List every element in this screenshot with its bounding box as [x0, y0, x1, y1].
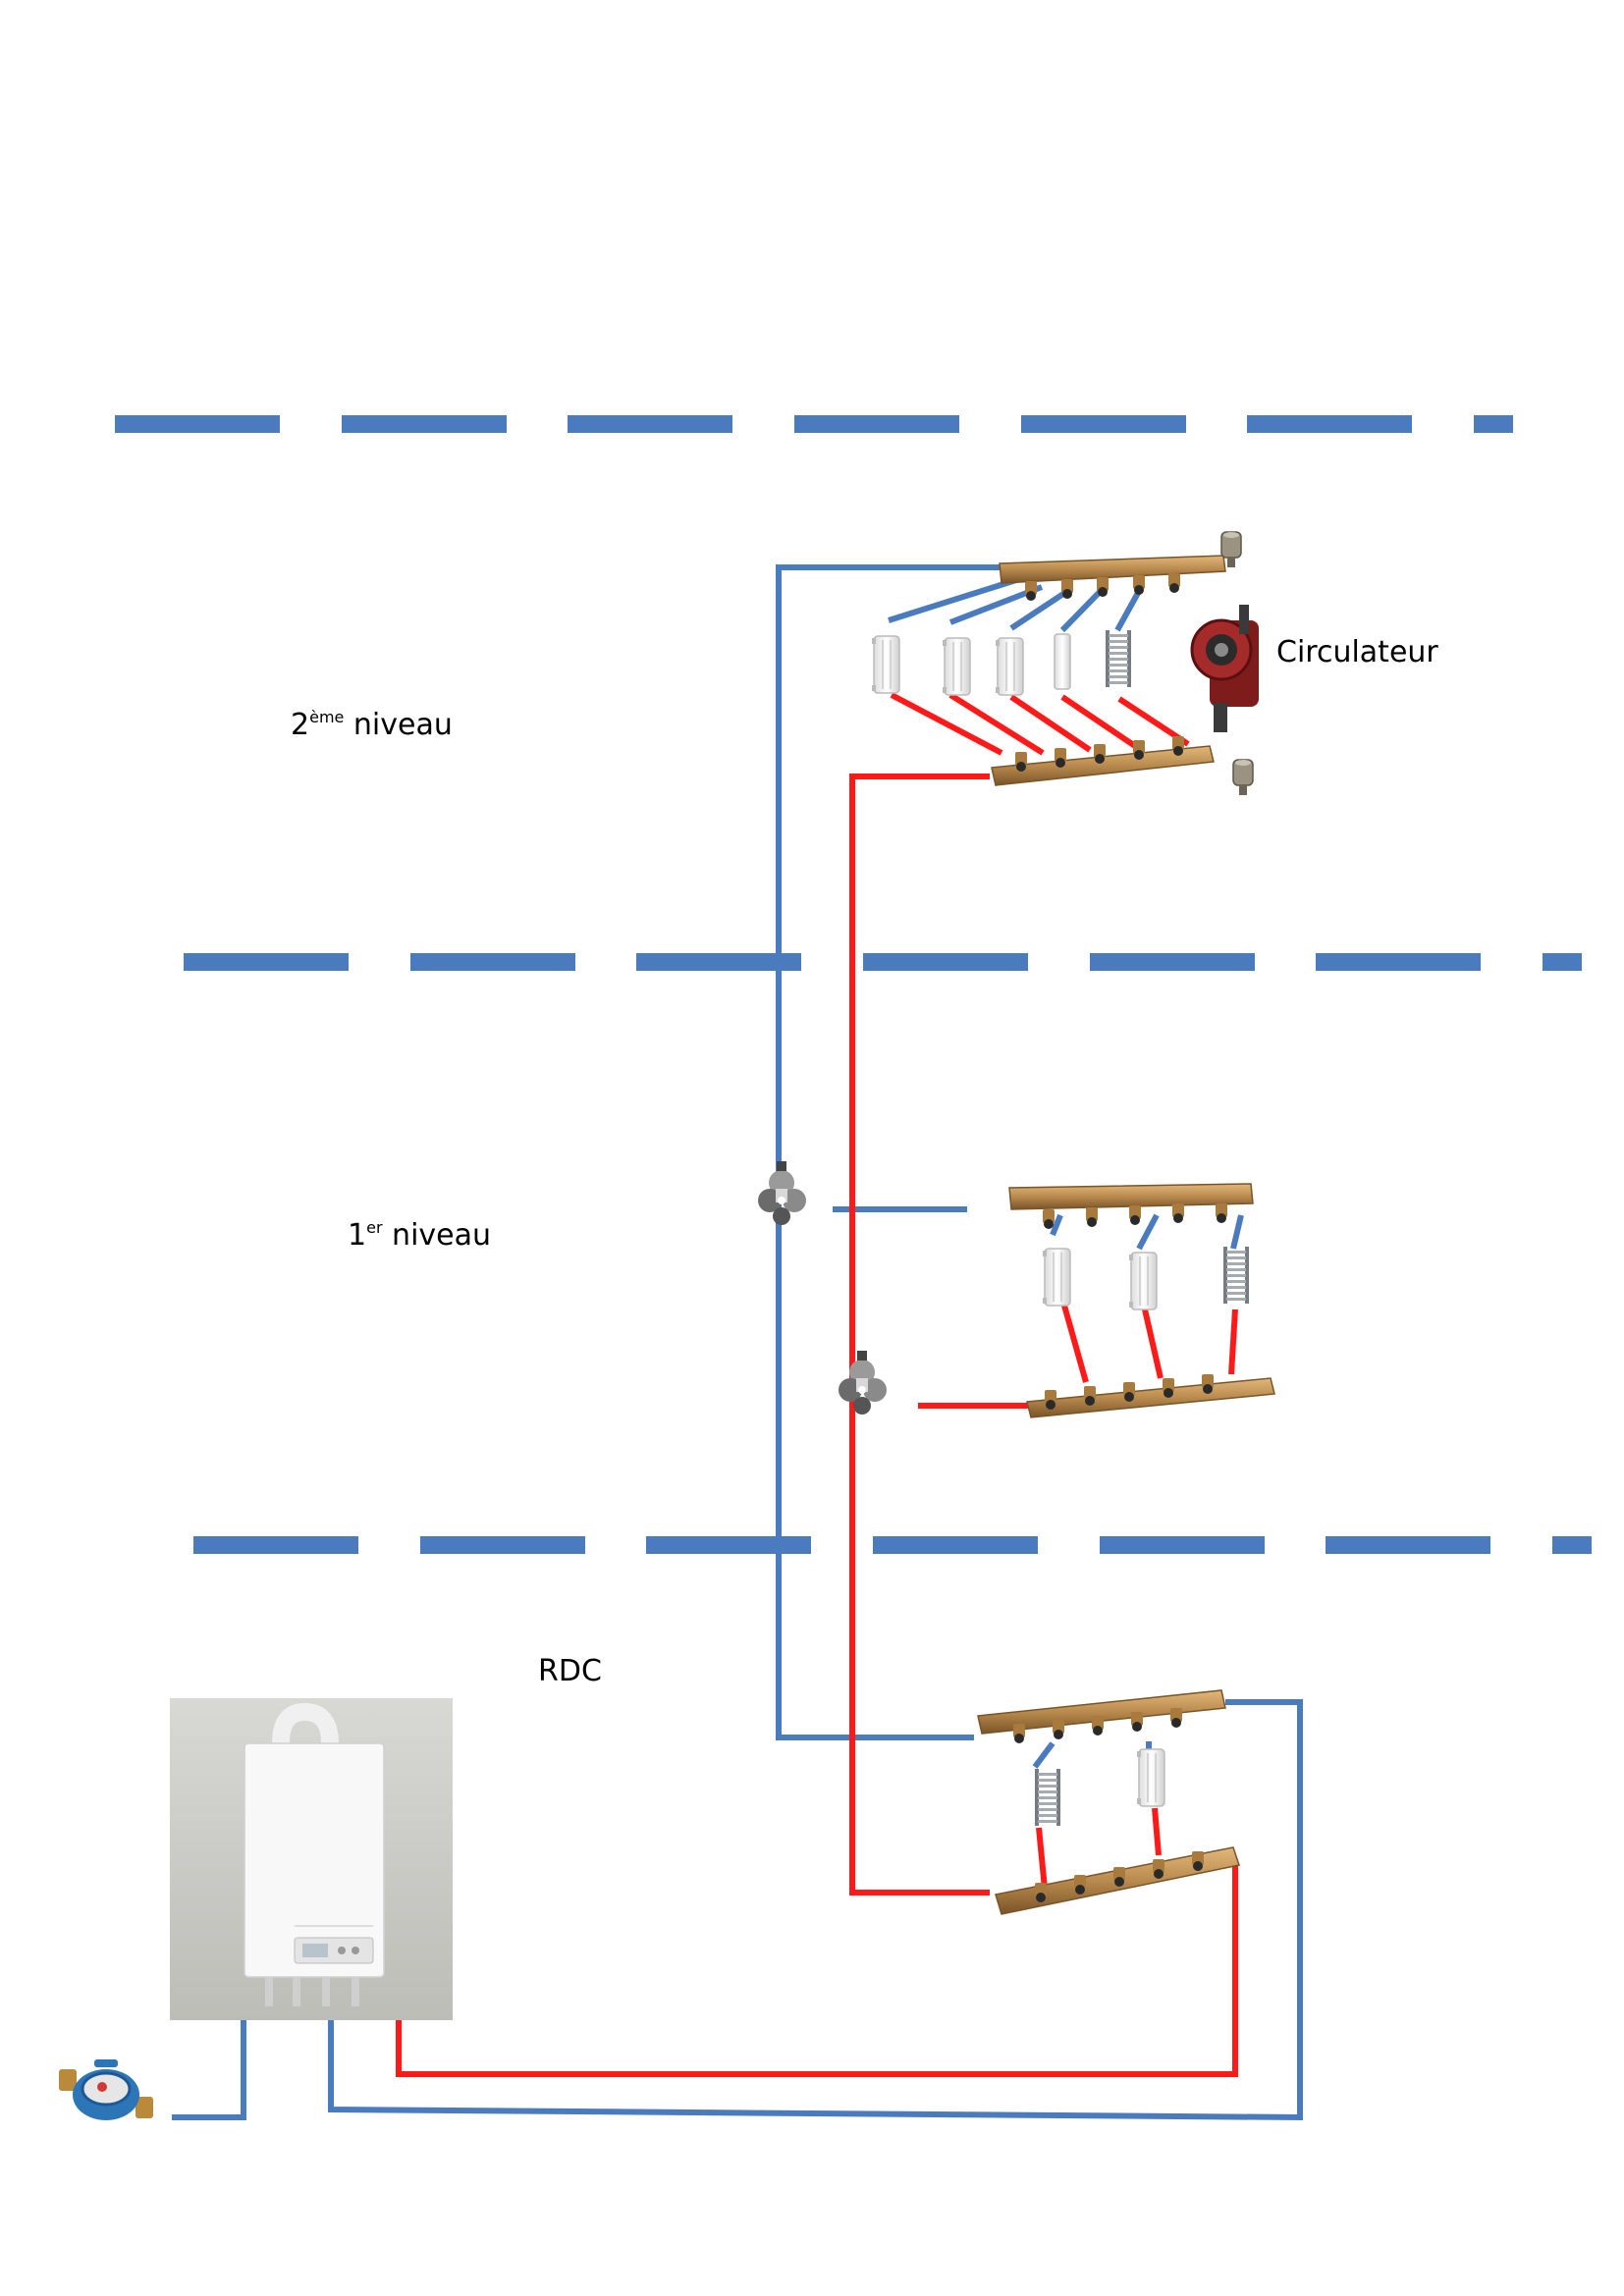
circulator-label: Circulateur — [1276, 635, 1438, 669]
ground-radiators — [1035, 1748, 1165, 1826]
mixing-valve-icon — [758, 1161, 806, 1225]
level1-return-manifold — [1008, 1183, 1254, 1229]
level1-label: 1er niveau — [348, 1218, 491, 1253]
mixing-valve-icon — [839, 1351, 887, 1415]
water-meter-icon — [59, 2059, 153, 2120]
ground-return-manifold — [977, 1689, 1226, 1743]
level1-supply-manifold — [1026, 1374, 1275, 1418]
circulator-pump-icon — [1190, 605, 1259, 732]
level1-radiator-branches — [1050, 1213, 1244, 1383]
supply-riser — [396, 774, 1238, 2077]
boiler-icon — [170, 1698, 453, 2020]
level2-radiators — [871, 630, 1131, 696]
air-vent-icon — [1232, 759, 1254, 796]
level2-radiator-branches — [888, 576, 1190, 756]
radiator-icon — [1054, 633, 1071, 690]
return-riser — [172, 564, 1303, 2121]
level2-label: 2ème niveau — [291, 708, 453, 742]
ground-supply-manifold — [995, 1846, 1240, 1915]
level1-radiators — [1042, 1247, 1249, 1310]
level2-return-manifold — [999, 555, 1226, 601]
ground-floor-label: RDC — [538, 1654, 602, 1688]
level2-supply-manifold — [991, 736, 1215, 786]
